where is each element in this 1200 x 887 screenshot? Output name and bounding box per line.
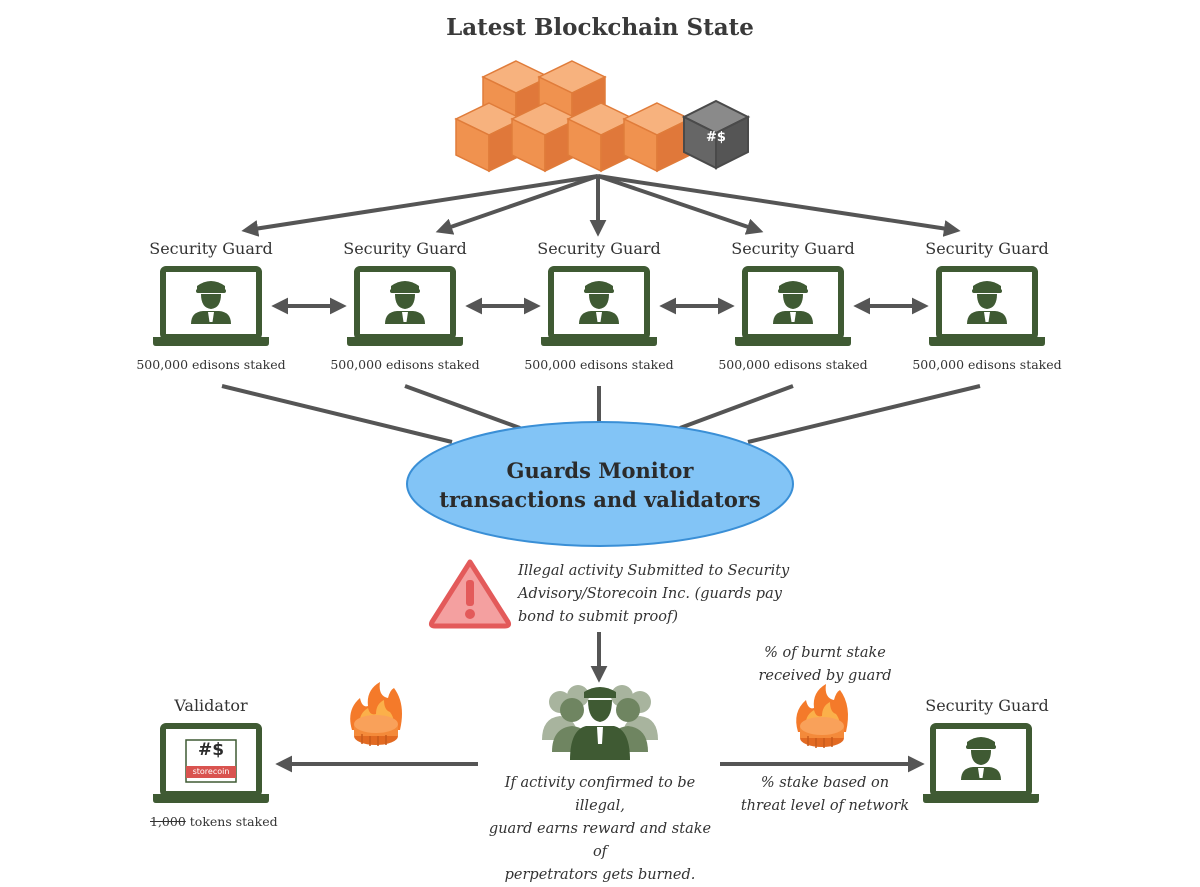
burning-coin-icon xyxy=(349,681,403,747)
reward-guard-label: Security Guard xyxy=(925,696,1049,715)
guard-label-2: Security Guard xyxy=(343,239,467,258)
reward-bottom-line-2: threat level of network xyxy=(740,798,910,814)
burning-coin-reward-icon xyxy=(795,683,849,749)
distribution-arrows xyxy=(241,174,961,237)
guard-crowd-icon xyxy=(542,685,658,760)
outcome-line-3: perpetrators gets burned. xyxy=(504,867,696,883)
storecoin-text: storecoin xyxy=(192,767,230,776)
validator-label: Validator xyxy=(174,696,248,715)
latest-block-icon xyxy=(681,99,751,170)
guard-stake-5: 500,000 edisons staked xyxy=(912,357,1062,372)
monitor-line-1: Guards Monitor xyxy=(506,458,694,483)
guard-label-3: Security Guard xyxy=(537,239,661,258)
reward-top-line-2: received by guard xyxy=(758,668,892,684)
validator-stake-struck: 1,000 xyxy=(150,814,186,829)
guard-label-5: Security Guard xyxy=(925,239,1049,258)
warning-line-3: bond to submit proof) xyxy=(518,609,678,625)
warning-line-2: Advisory/Storecoin Inc. (guards pay xyxy=(518,586,782,602)
guard-stake-4: 500,000 edisons staked xyxy=(718,357,868,372)
validator-stake-rest: tokens staked xyxy=(185,814,278,829)
monitor-lines xyxy=(221,384,981,444)
diagram-canvas xyxy=(0,60,1200,853)
outcome-line-2: guard earns reward and stake of xyxy=(488,821,712,860)
block-symbol: #$ xyxy=(706,130,726,145)
validator-stake: 1,000 tokens staked xyxy=(150,814,290,829)
guard-label-4: Security Guard xyxy=(731,239,855,258)
monitor-text: Guards Monitor transactions and validato… xyxy=(407,456,793,514)
blockchain-cubes xyxy=(455,60,691,172)
guard-stake-1: 500,000 edisons staked xyxy=(136,357,286,372)
reward-top-text: % of burnt stake received by guard xyxy=(740,642,910,688)
guard-stake-2: 500,000 edisons staked xyxy=(330,357,480,372)
monitor-ellipse xyxy=(406,421,794,547)
reward-bottom-line-1: % stake based on xyxy=(760,775,890,791)
storecoin-logo xyxy=(185,739,237,783)
warning-icon xyxy=(428,559,512,629)
reward-bottom-text: % stake based on threat level of network xyxy=(730,772,920,818)
diagram-title: Latest Blockchain State xyxy=(446,14,754,41)
outcome-line-1: If activity confirmed to be illegal, xyxy=(504,775,696,814)
guard-label-1: Security Guard xyxy=(149,239,273,258)
warning-text: Illegal activity Submitted to Security A… xyxy=(518,560,818,629)
warning-line-1: Illegal activity Submitted to Security xyxy=(518,563,790,579)
monitor-line-2: transactions and validators xyxy=(439,487,761,512)
storecoin-symbol: #$ xyxy=(197,740,225,760)
reward-top-line-1: % of burnt stake xyxy=(764,645,886,661)
outcome-text: If activity confirmed to be illegal, gua… xyxy=(480,772,720,887)
guard-stake-3: 500,000 edisons staked xyxy=(524,357,674,372)
